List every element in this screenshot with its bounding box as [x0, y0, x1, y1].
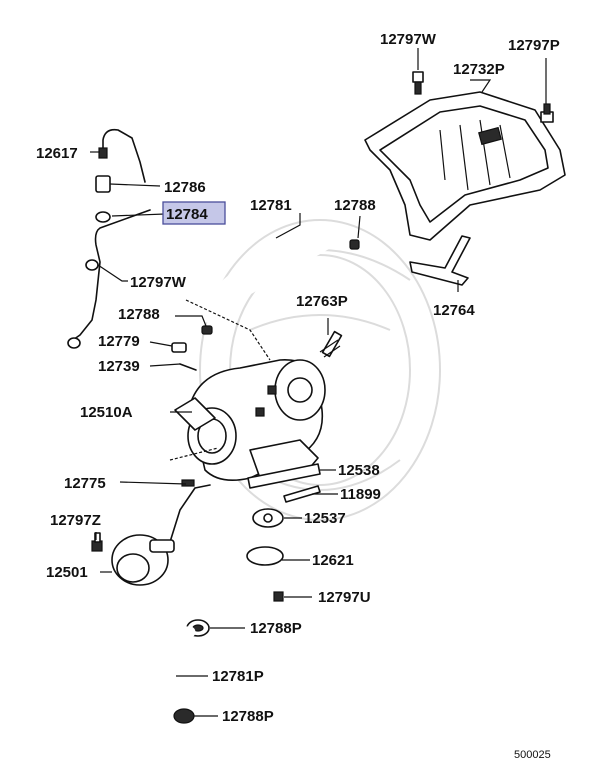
callout-11899[interactable]: 11899: [340, 486, 381, 503]
gasket-12537: [252, 508, 284, 528]
oil-pipe-12617: [67, 128, 151, 349]
callout-12779[interactable]: 12779: [98, 333, 140, 350]
callout-12763p[interactable]: 12763P: [296, 293, 348, 310]
callout-labels: 12797W 12797P 12732P 12617 12786 12784 1…: [36, 31, 560, 725]
turbocharger-12510a: [174, 359, 326, 481]
callout-12739[interactable]: 12739: [98, 358, 140, 375]
bolt-12797u: [273, 591, 284, 602]
bolt-12797w-top: [412, 71, 424, 95]
callout-12538[interactable]: 12538: [338, 462, 380, 479]
callout-12501[interactable]: 12501: [46, 564, 88, 581]
callout-12537[interactable]: 12537: [304, 510, 346, 527]
callout-12788p-bottom[interactable]: 12788P: [222, 708, 274, 725]
callout-12784[interactable]: 12784: [166, 206, 208, 223]
bracket-12764: [409, 235, 471, 286]
callout-12621[interactable]: 12621: [312, 552, 354, 569]
hose-12781: [201, 227, 360, 335]
bolt-12797p-top: [540, 103, 554, 123]
rod-12775: [169, 479, 211, 543]
callout-12781p[interactable]: 12781P: [212, 668, 264, 685]
callout-12775[interactable]: 12775: [64, 475, 106, 492]
clip-12779: [171, 342, 187, 353]
stud-11899: [283, 485, 321, 503]
stud-12763p: [319, 330, 343, 358]
callout-12786[interactable]: 12786: [164, 179, 206, 196]
clamp-12788p-bottom: [173, 708, 195, 724]
callout-12797w-top[interactable]: 12797W: [380, 31, 437, 48]
bolt-12797z: [91, 532, 103, 552]
callout-12617[interactable]: 12617: [36, 145, 78, 162]
pin-12739: [179, 363, 197, 371]
leader-lines: [90, 48, 547, 717]
callout-12510a[interactable]: 12510A: [80, 404, 133, 421]
oil-return-pipe-12621: [197, 546, 284, 625]
highlight-12784: [162, 201, 226, 225]
callout-12797u[interactable]: 12797U: [318, 589, 371, 606]
callout-12788-mid[interactable]: 12788: [118, 306, 160, 323]
figure-code: 500025: [514, 749, 551, 761]
callout-12764[interactable]: 12764: [433, 302, 475, 319]
callout-12788-top[interactable]: 12788: [334, 197, 376, 214]
callout-12797p-top[interactable]: 12797P: [508, 37, 560, 54]
heat-protector-12732p: [364, 91, 566, 241]
actuator-12501: [111, 534, 175, 586]
callout-12781[interactable]: 12781: [250, 197, 292, 214]
hose-12781p: [139, 626, 196, 716]
callout-12797z[interactable]: 12797Z: [50, 512, 101, 529]
callout-12788p-mid[interactable]: 12788P: [250, 620, 302, 637]
callout-12732p[interactable]: 12732P: [453, 61, 505, 78]
gasket-12538: [247, 463, 321, 489]
callout-12797w-mid[interactable]: 12797W: [130, 274, 187, 291]
